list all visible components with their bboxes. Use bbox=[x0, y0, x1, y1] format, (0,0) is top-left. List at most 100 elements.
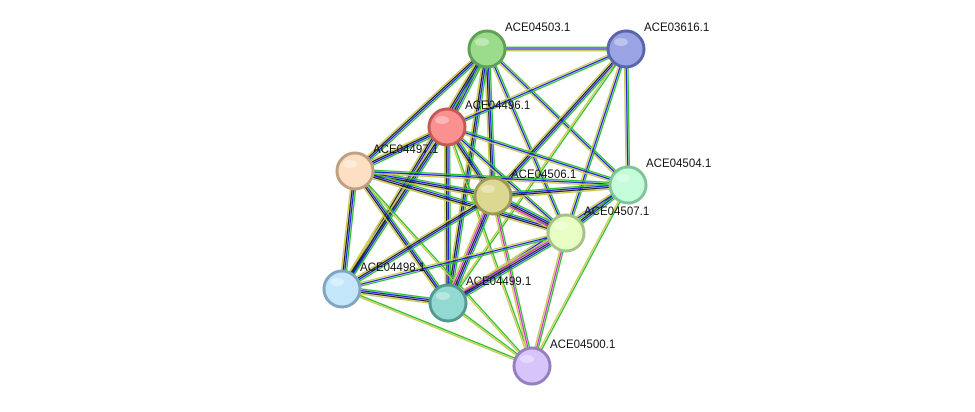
node-ACE04503.1[interactable]: ACE04503.1 bbox=[467, 22, 570, 69]
node-circle[interactable] bbox=[322, 269, 362, 309]
evidence-line bbox=[444, 194, 491, 302]
evidence-line bbox=[443, 127, 447, 304]
node-label: ACE04497.1 bbox=[373, 144, 438, 156]
evidence-line bbox=[447, 126, 450, 303]
evidence-line bbox=[341, 289, 532, 368]
node-circle[interactable] bbox=[467, 29, 507, 69]
evidence-line bbox=[355, 169, 567, 233]
evidence-line bbox=[447, 232, 567, 304]
evidence-line bbox=[352, 46, 486, 170]
node-ACE04497.1[interactable]: ACE04497.1 bbox=[335, 144, 438, 191]
evidence-line bbox=[627, 48, 631, 185]
evidence-line bbox=[448, 126, 452, 303]
node-label: ACE04506.1 bbox=[511, 169, 576, 181]
evidence-line bbox=[341, 194, 493, 289]
evidence-line bbox=[339, 125, 446, 288]
node-circle[interactable] bbox=[428, 283, 468, 323]
evidence-line bbox=[355, 169, 534, 366]
edge-ACE04497.1-ACE04498.1 bbox=[338, 170, 359, 290]
node-highlight bbox=[616, 174, 630, 182]
evidence-line bbox=[445, 229, 565, 301]
evidence-line bbox=[493, 185, 629, 198]
edge-ACE04507.1-ACE04499.1 bbox=[445, 229, 569, 307]
evidence-line bbox=[339, 47, 486, 289]
node-highlight bbox=[475, 38, 489, 46]
evidence-line bbox=[355, 168, 629, 184]
node-circle[interactable] bbox=[473, 176, 513, 216]
node-ACE03616.1[interactable]: ACE03616.1 bbox=[606, 22, 709, 69]
evidence-line bbox=[491, 47, 626, 196]
evidence-line bbox=[447, 126, 534, 366]
edge-ACE04503.1-ACE04507.1 bbox=[484, 48, 569, 234]
node-highlight bbox=[435, 116, 449, 124]
node-label: ACE04503.1 bbox=[505, 22, 570, 34]
node-highlight bbox=[520, 355, 534, 363]
evidence-line bbox=[445, 127, 532, 367]
node-ACE04498.1[interactable]: ACE04498.1 bbox=[322, 262, 425, 309]
node-circle[interactable] bbox=[512, 346, 552, 386]
evidence-line bbox=[448, 49, 628, 304]
evidence-line bbox=[340, 193, 493, 288]
edge-ACE04506.1-ACE04500.1 bbox=[490, 195, 535, 367]
edge-ACE04497.1-ACE04507.1 bbox=[354, 167, 567, 237]
evidence-line bbox=[340, 126, 447, 289]
evidence-line bbox=[342, 287, 533, 366]
evidence-line bbox=[485, 49, 493, 197]
edge-ACE04498.1-ACE04500.1 bbox=[341, 287, 533, 368]
edge-ACE03616.1-ACE04504.1 bbox=[623, 48, 631, 186]
node-circle[interactable] bbox=[606, 29, 646, 69]
node-circle[interactable] bbox=[546, 213, 586, 253]
evidence-line bbox=[352, 172, 447, 305]
node-label: ACE04500.1 bbox=[550, 339, 615, 351]
evidence-line bbox=[446, 46, 626, 127]
node-label: ACE04507.1 bbox=[584, 206, 649, 218]
evidence-line bbox=[355, 167, 567, 232]
node-circle[interactable] bbox=[427, 107, 467, 147]
node-layer: ACE04503.1 ACE03616.1ACE04496.1ACE04497.1… bbox=[322, 22, 711, 386]
evidence-line bbox=[343, 171, 359, 290]
node-highlight bbox=[614, 38, 628, 46]
evidence-line bbox=[529, 232, 565, 366]
evidence-line bbox=[341, 230, 566, 288]
evidence-line bbox=[490, 196, 531, 367]
node-highlight bbox=[343, 160, 357, 168]
evidence-line bbox=[565, 48, 627, 234]
edge-ACE03616.1-ACE04506.1 bbox=[490, 46, 629, 199]
evidence-line bbox=[355, 49, 489, 173]
evidence-line bbox=[485, 49, 628, 187]
edge-ACE03616.1-ACE04496.1 bbox=[446, 46, 627, 130]
evidence-line bbox=[342, 234, 567, 292]
evidence-line bbox=[446, 230, 566, 303]
edge-ACE04496.1-ACE04498.1 bbox=[339, 125, 450, 291]
node-circle[interactable] bbox=[335, 151, 375, 191]
evidence-line bbox=[356, 50, 490, 174]
evidence-line bbox=[342, 127, 449, 290]
evidence-line bbox=[625, 48, 629, 186]
evidence-line bbox=[355, 170, 450, 303]
evidence-line bbox=[532, 185, 630, 367]
evidence-line bbox=[533, 233, 569, 367]
evidence-line bbox=[447, 49, 627, 130]
edge-ACE03616.1-ACE04507.1 bbox=[563, 48, 629, 234]
node-ACE04504.1[interactable]: ACE04504.1 bbox=[608, 158, 711, 205]
evidence-line bbox=[492, 181, 628, 195]
evidence-line bbox=[490, 46, 625, 195]
node-ACE04499.1[interactable]: ACE04499.1 bbox=[428, 276, 531, 323]
node-ACE04496.1[interactable]: ACE04496.1 bbox=[427, 100, 530, 147]
evidence-line bbox=[342, 196, 494, 291]
node-ACE04500.1[interactable]: ACE04500.1 bbox=[512, 339, 615, 386]
evidence-line bbox=[494, 195, 535, 366]
evidence-line bbox=[486, 48, 567, 234]
node-label: ACE04498.1 bbox=[360, 262, 425, 274]
node-ACE04506.1[interactable]: ACE04506.1 bbox=[473, 169, 576, 216]
node-highlight bbox=[554, 222, 568, 230]
evidence-line bbox=[494, 50, 629, 199]
node-circle[interactable] bbox=[608, 165, 648, 205]
edge-ACE04506.1-ACE04504.1 bbox=[492, 181, 629, 200]
evidence-line bbox=[448, 233, 568, 306]
node-ACE04507.1[interactable]: ACE04507.1 bbox=[546, 206, 649, 253]
evidence-line bbox=[447, 124, 629, 185]
evidence-line bbox=[487, 48, 495, 196]
evidence-line bbox=[353, 171, 448, 304]
